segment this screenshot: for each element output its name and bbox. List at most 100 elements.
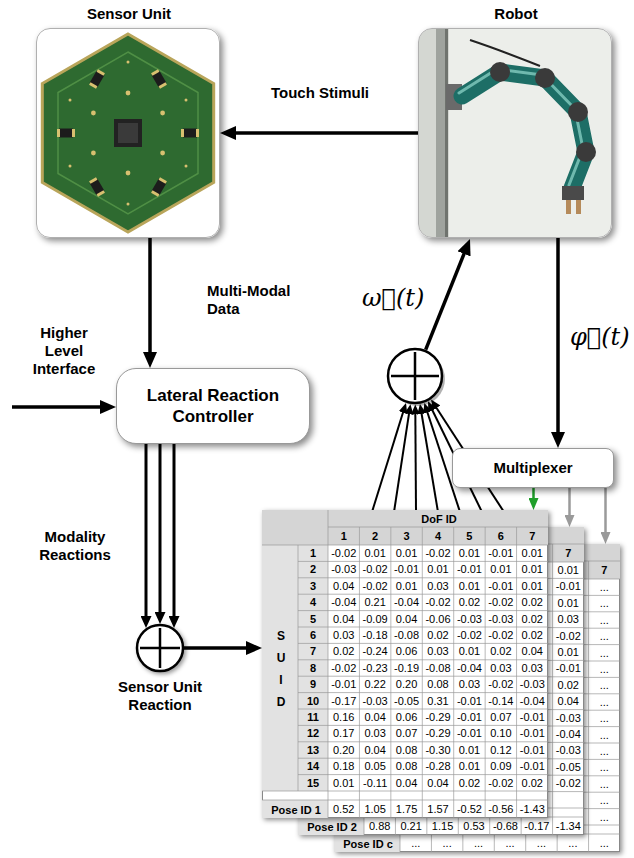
table-rule [370, 693, 620, 694]
robot-photo [462, 72, 586, 188]
connector-arrow [568, 488, 571, 521]
row-number: 10 [298, 693, 328, 709]
table-cell: -0.28 [422, 758, 453, 774]
column-number: 5 [454, 527, 485, 545]
column-sum-arrows [372, 408, 405, 512]
row-number: 1 [298, 545, 328, 561]
table-cell: -0.14 [485, 693, 516, 709]
table-rule [334, 676, 584, 677]
table-cell: 0.16 [328, 709, 359, 725]
edge-label: Modality Reactions [30, 528, 120, 564]
table-rule [390, 527, 391, 818]
table-cell: -0.52 [454, 800, 485, 818]
sensor-pcb [97, 190, 105, 197]
table-cell: -0.03 [517, 676, 548, 692]
node-title: Sensor Unit [17, 4, 241, 24]
sensor-pcb [127, 61, 130, 64]
table-cell: 0.08 [391, 742, 422, 758]
row-number: 8 [298, 660, 328, 676]
table-cell: ... [589, 595, 620, 611]
row-number: 5 [298, 611, 328, 627]
table-shading [298, 527, 584, 562]
table-cell: 0.09 [485, 758, 516, 774]
table-cell: 0.01 [553, 644, 584, 660]
table-cell: 0.21 [395, 817, 426, 835]
table-cell: 0.02 [485, 643, 516, 659]
summation-circle-outline [136, 624, 184, 672]
robot-photo [470, 40, 540, 66]
sensor-pcb [185, 99, 188, 102]
table-rule [298, 562, 584, 563]
sensor-pcb [185, 165, 188, 168]
table-cell: -0.04 [391, 594, 422, 610]
table-cell: -0.02 [485, 775, 516, 791]
table-cell: 1.05 [359, 800, 390, 818]
robot-photo [419, 29, 449, 237]
table-cell: -1.34 [553, 817, 584, 835]
table-cell: -0.01 [517, 709, 548, 725]
table-cell: ... [589, 727, 620, 743]
connector-arrow [532, 488, 535, 504]
table-cell: -0.08 [422, 660, 453, 676]
node-title: Robot [409, 4, 623, 24]
table-cell: 0.04 [391, 611, 422, 627]
robot-photo [576, 142, 596, 162]
table-cell: 0.53 [458, 817, 489, 835]
table-rule [334, 627, 584, 628]
table-cell: 0.01 [454, 545, 485, 561]
table-cell: -0.01 [485, 578, 516, 594]
connector-arrow [228, 131, 418, 135]
table-rule [298, 817, 584, 818]
table-rule [298, 692, 548, 693]
table-cell: -0.02 [328, 545, 359, 561]
table-rule [298, 709, 548, 710]
table-cell: -0.02 [454, 627, 485, 643]
sensor-pcb [151, 177, 168, 197]
table-rule [298, 545, 299, 791]
table-cell: 0.04 [359, 742, 390, 758]
sensor-pcb [118, 123, 138, 143]
table-cell: ... [589, 809, 620, 825]
robot-photo [490, 62, 510, 82]
table-cell: -0.04 [454, 660, 485, 676]
table-cell: 0.01 [517, 545, 548, 561]
sensor-pcb [159, 82, 167, 89]
table-cell: -0.30 [422, 742, 453, 758]
table-cell: -0.02 [328, 660, 359, 676]
table-rule [334, 758, 584, 759]
table-shading [334, 544, 620, 579]
table-cell: ... [431, 834, 462, 852]
table-rule [422, 527, 423, 818]
robot-photo [566, 200, 571, 214]
table-cell: 0.02 [517, 611, 548, 627]
table-cell: 0.01 [454, 578, 485, 594]
table-rule [298, 561, 548, 562]
table-cell: 0.01 [359, 545, 390, 561]
table-cell: -0.17 [328, 693, 359, 709]
table-rule [370, 628, 620, 629]
table-cell: -0.04 [553, 726, 584, 742]
table-cell: 0.04 [391, 775, 422, 791]
robot-photo [459, 69, 583, 185]
pose-id: Pose ID 1 [263, 801, 329, 819]
table-rule [400, 561, 620, 562]
table-rule [298, 676, 548, 677]
plus-sign [140, 628, 180, 668]
modality-arrow [173, 440, 176, 622]
summation-junction [391, 352, 439, 400]
sensor-pcb [58, 52, 198, 214]
table-cell: 0.02 [422, 627, 453, 643]
table-cell: 0.03 [359, 725, 390, 741]
sensor-pcb [114, 119, 142, 147]
pose-id: Pose ID 2 [299, 818, 365, 836]
table-cell: 0.04 [422, 775, 453, 791]
table-cell: 0.18 [328, 758, 359, 774]
table-cell: -1.43 [517, 800, 548, 818]
row-number: 4 [298, 594, 328, 610]
sensor-unit-frame: Sensor Unit [36, 28, 220, 238]
table-cell: 0.02 [553, 677, 584, 693]
table-cell: -0.03 [553, 742, 584, 758]
table-rule [262, 545, 548, 546]
table-cell: 0.03 [328, 627, 359, 643]
